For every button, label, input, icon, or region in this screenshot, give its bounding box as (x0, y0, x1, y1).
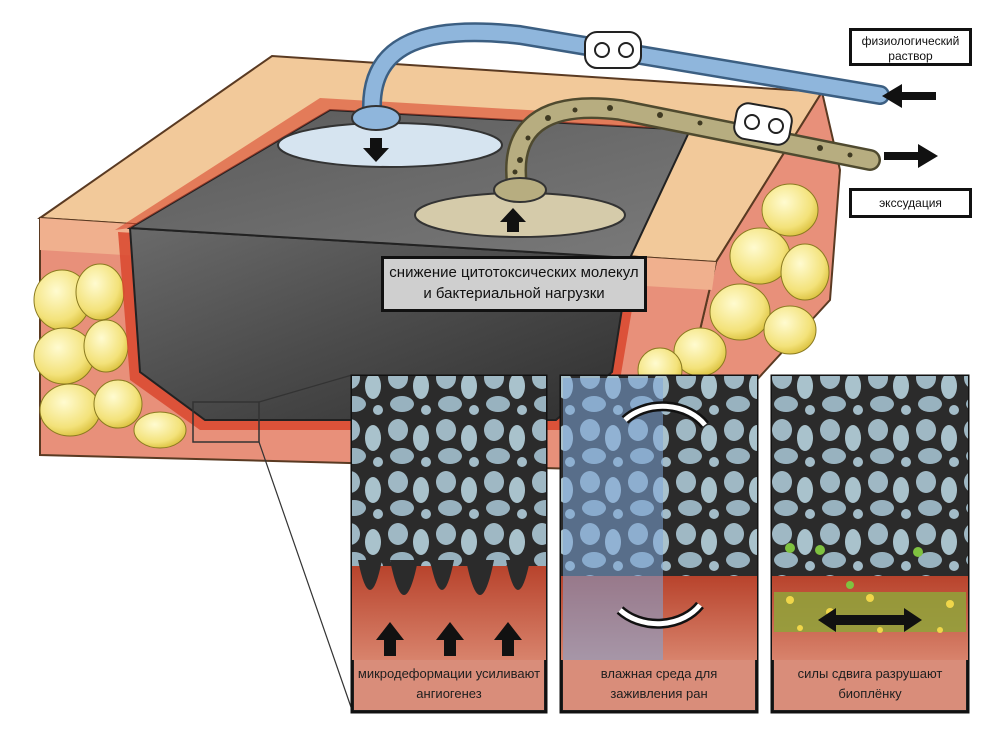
double-arrow-icon (818, 608, 922, 632)
exudate-outflow-arrow-icon (884, 144, 938, 168)
saline-label-text: физиологический раствор (861, 34, 960, 63)
saline-label: физиологический раствор (849, 28, 972, 66)
panel-moist-environment (559, 374, 759, 714)
panel-biofilm (770, 374, 970, 714)
up-arrow-icon (500, 208, 526, 232)
panel-3-caption: силы сдвига разрушают биоплёнку (776, 664, 964, 708)
fat-layer (33, 183, 830, 449)
reduction-label-text: снижение цитотоксических молекул и бакте… (389, 264, 639, 302)
panel-2-caption: влажная среда для заживления ран (565, 664, 753, 708)
reduction-label: снижение цитотоксических молекул и бакте… (381, 256, 647, 312)
saline-tube (277, 22, 890, 168)
zoom-region (192, 401, 260, 443)
exudate-label: экссудация (849, 188, 972, 218)
panel-1-caption: микродеформации усиливают ангиогенез (356, 664, 542, 708)
saline-inflow-arrow-icon (882, 84, 936, 108)
panel-3-caption-text: силы сдвига разрушают биоплёнку (797, 666, 943, 701)
panel-1-caption-text: микродеформации усиливают ангиогенез (357, 666, 541, 701)
exudate-label-text: экссудация (879, 196, 942, 210)
panel-microdeformation (350, 374, 548, 714)
down-arrow-icon (363, 138, 389, 162)
panel-2-caption-text: влажная среда для заживления ран (600, 666, 718, 701)
exudate-tube (414, 97, 881, 238)
